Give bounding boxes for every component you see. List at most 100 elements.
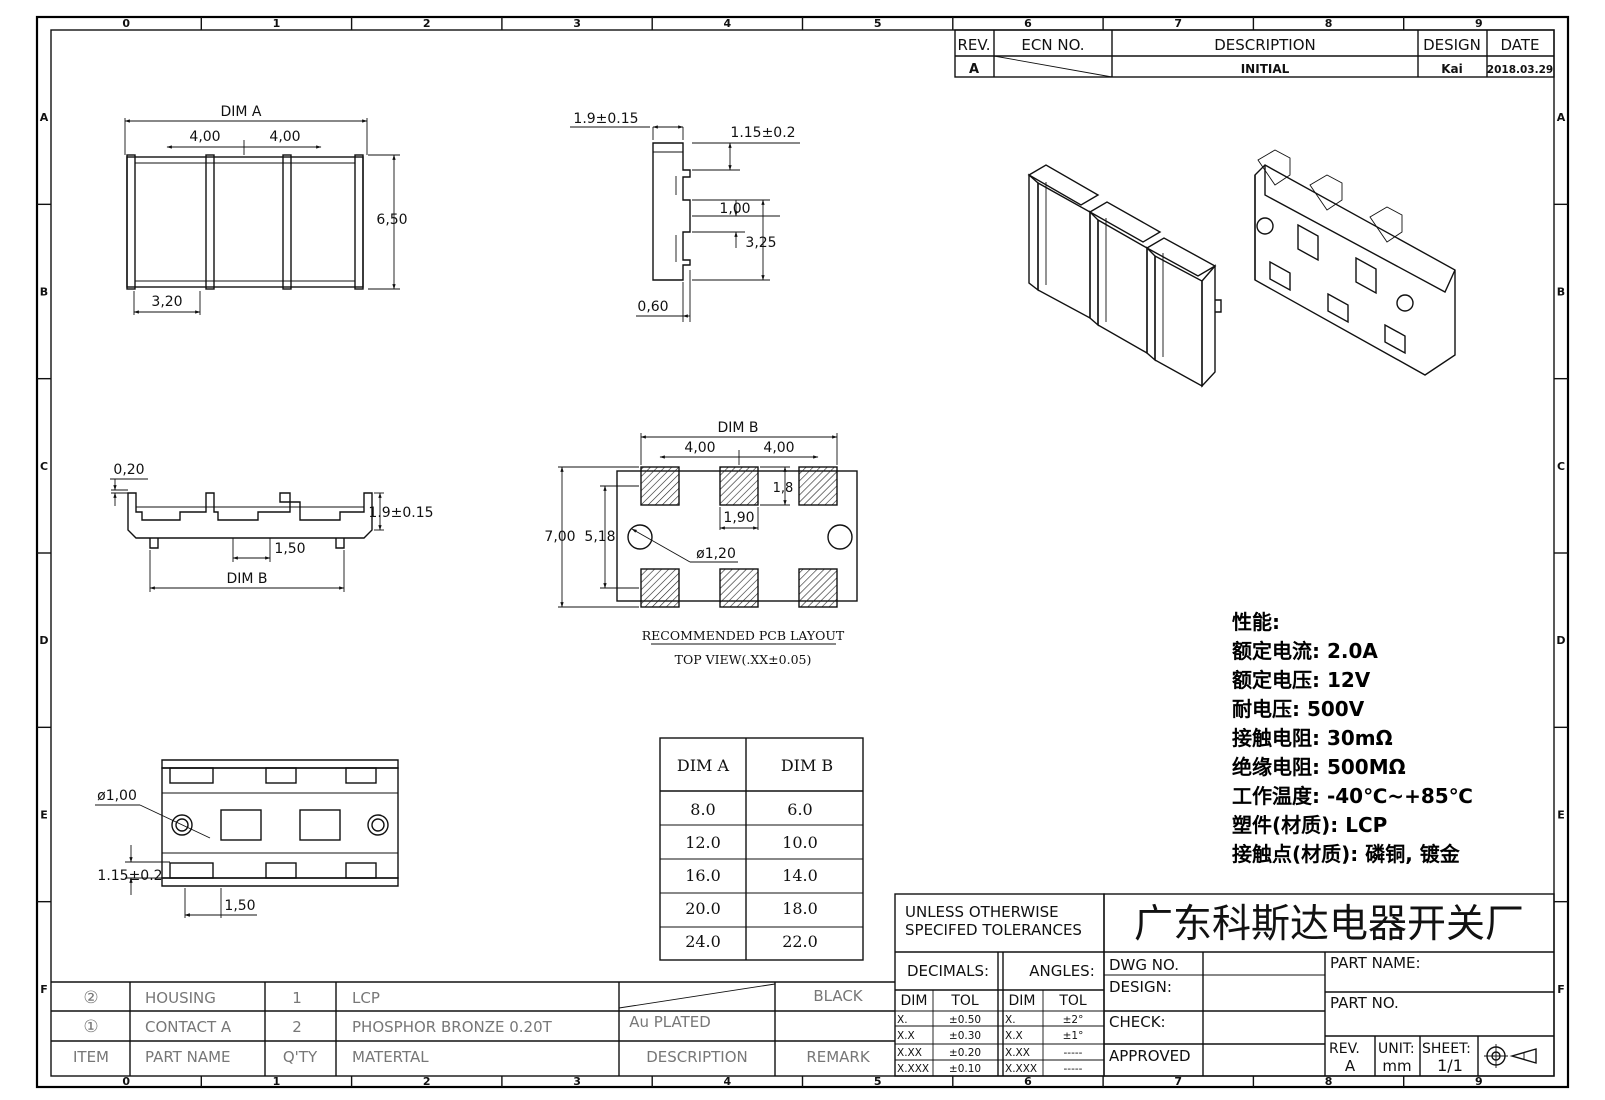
bom-row2-material: PHOSPHOR BRONZE 0.20T	[352, 1018, 553, 1036]
depth-label: 3,25	[745, 235, 776, 251]
bom-header-remark: REMARK	[806, 1048, 871, 1066]
rev-value: A	[969, 62, 979, 77]
zone-row-label-left: B	[40, 286, 48, 299]
dim-table-cell-a: 20.0	[685, 899, 721, 918]
bom-header-item: ITEM	[73, 1048, 109, 1066]
dim-table-cell-a: 16.0	[685, 866, 721, 885]
zone-row-label-left: D	[39, 634, 48, 647]
dim-table-cell-b: 10.0	[782, 833, 818, 852]
zone-row-label-right: B	[1557, 286, 1565, 299]
zone-row-label-right: F	[1557, 983, 1565, 996]
pad-top-3	[798, 466, 838, 506]
dim-table-cell-b: 6.0	[787, 800, 812, 819]
row-gap-label: 5,18	[584, 529, 615, 545]
lead-label: 0,60	[637, 299, 668, 315]
pcb-caption-2: TOP VIEW(.XX±0.05)	[675, 652, 812, 667]
bom-row1-qty: 1	[292, 989, 302, 1007]
pcb-layout: DIM B 4,00 4,00 1,8 1,90 7,00 5,18 ø1,20…	[544, 420, 858, 667]
bom-row1-item: ②	[83, 988, 98, 1008]
bottom-view: ø1,00 1.15±0.2 1,50	[95, 759, 399, 918]
tol-value-decimal: ±0.30	[949, 1030, 981, 1042]
bottom-hole-label: ø1,00	[97, 788, 137, 804]
dim-table-cell-b: 18.0	[782, 899, 818, 918]
tol-value-angle: -----	[1064, 1047, 1083, 1059]
ecn-header: ECN NO.	[1021, 36, 1084, 54]
spec-line: 绝缘电阻: 500MΩ	[1232, 755, 1406, 779]
title-block: 广东科斯达电器开关厂 DWG NO. DESIGN: CHECK: APPROV…	[1103, 893, 1555, 1077]
tol-value-angle: ±1°	[1063, 1030, 1084, 1042]
zone-row-label-right: C	[1557, 460, 1565, 473]
spec-line: 接触点(材质): 磷铜, 镀金	[1232, 842, 1461, 866]
spec-line: 额定电压: 12V	[1232, 668, 1371, 692]
company-name: 广东科斯达电器开关厂	[1134, 902, 1524, 947]
zone-col-label-bottom: 2	[423, 1075, 431, 1088]
tol-dim-angle: X.X	[1005, 1030, 1023, 1042]
zone-col-label-bottom: 4	[724, 1075, 732, 1088]
tol-dim-angle: X.XX	[1005, 1047, 1030, 1059]
bom-header-qty: Q'TY	[283, 1048, 318, 1066]
zone-col-label-bottom: 5	[874, 1075, 882, 1088]
rev-header: REV.	[958, 36, 991, 54]
unit-value: mm	[1382, 1057, 1411, 1075]
bom-row2-name: CONTACT A	[145, 1018, 232, 1036]
bom-row2-description: Au PLATED	[629, 1013, 711, 1031]
spec-line: 额定电流: 2.0A	[1232, 639, 1378, 663]
pcb-pitch-2-label: 4,00	[763, 440, 794, 456]
zone-row-label-left: A	[40, 111, 49, 124]
tolerance-block: UNLESS OTHERWISE SPECIFED TOLERANCES DEC…	[894, 893, 1105, 1077]
zone-col-label-top: 7	[1174, 17, 1182, 30]
description-value: INITIAL	[1241, 62, 1290, 76]
tol-col-dim-2: DIM	[1009, 993, 1036, 1009]
zone-row-label-right: D	[1556, 634, 1565, 647]
tol-dim-decimal: X.	[897, 1014, 908, 1026]
dim-table-cell-a: 8.0	[690, 800, 715, 819]
front-gap-label: 0,20	[113, 462, 144, 478]
tol-dim-decimal: X.XXX	[897, 1063, 929, 1075]
tol-value-angle: -----	[1064, 1063, 1083, 1075]
zone-row-label-right: E	[1557, 809, 1565, 822]
pad-bottom-2	[719, 568, 759, 608]
pad-width-label: 1,90	[723, 510, 754, 526]
dim-table-cell-b: 22.0	[782, 932, 818, 951]
isometric-view-bottom	[1254, 149, 1456, 376]
part-no-label: PART NO.	[1330, 994, 1399, 1012]
approved-label: APPROVED	[1109, 1047, 1191, 1065]
zone-col-label-top: 0	[122, 17, 130, 30]
tol-dim-decimal: X.X	[897, 1030, 915, 1042]
tolerance-note-1: UNLESS OTHERWISE	[905, 903, 1059, 921]
date-header: DATE	[1500, 36, 1539, 54]
sheet-label: SHEET:	[1422, 1041, 1471, 1057]
zone-row-label-right: A	[1557, 111, 1566, 124]
side-view: 1.9±0.15 1.15±0.2 1,00 3,25 0,60	[570, 111, 800, 322]
pad-top-2	[719, 466, 759, 506]
decimals-label: DECIMALS:	[907, 962, 989, 980]
tol-dim-angle: X.	[1005, 1014, 1016, 1026]
pcb-pitch-1-label: 4,00	[684, 440, 715, 456]
pad-bottom-3	[798, 568, 838, 608]
pad-bottom-1	[640, 568, 680, 608]
zone-col-label-top: 3	[573, 17, 581, 30]
bom-row1-material: LCP	[352, 989, 380, 1007]
part-name-label: PART NAME:	[1330, 954, 1421, 972]
pad-height-label: 1,8	[773, 481, 794, 496]
design-value: Kai	[1441, 62, 1463, 76]
sheet-value: 1/1	[1437, 1056, 1463, 1075]
pin-size-label: 1,00	[719, 201, 750, 217]
revision-block: REV. ECN NO. DESCRIPTION DESIGN DATE A I…	[954, 29, 1555, 78]
zone-col-label-bottom: 9	[1475, 1075, 1483, 1088]
check-label: CHECK:	[1109, 1013, 1166, 1031]
dim-table-cell-b: 14.0	[782, 866, 818, 885]
tol-value-decimal: ±0.10	[949, 1063, 981, 1075]
design-header: DESIGN	[1423, 36, 1481, 54]
tolerance-note-2: SPECIFED TOLERANCES	[905, 921, 1082, 939]
description-header: DESCRIPTION	[1214, 36, 1316, 54]
rev-value-tb: A	[1345, 1057, 1356, 1075]
bom-row1-remark: BLACK	[813, 987, 863, 1005]
bottom-pitch-label: 1,50	[224, 898, 255, 914]
height-label: 6,50	[376, 212, 407, 228]
zone-col-label-bottom: 7	[1174, 1075, 1182, 1088]
spec-line: 耐电压: 500V	[1232, 697, 1365, 721]
